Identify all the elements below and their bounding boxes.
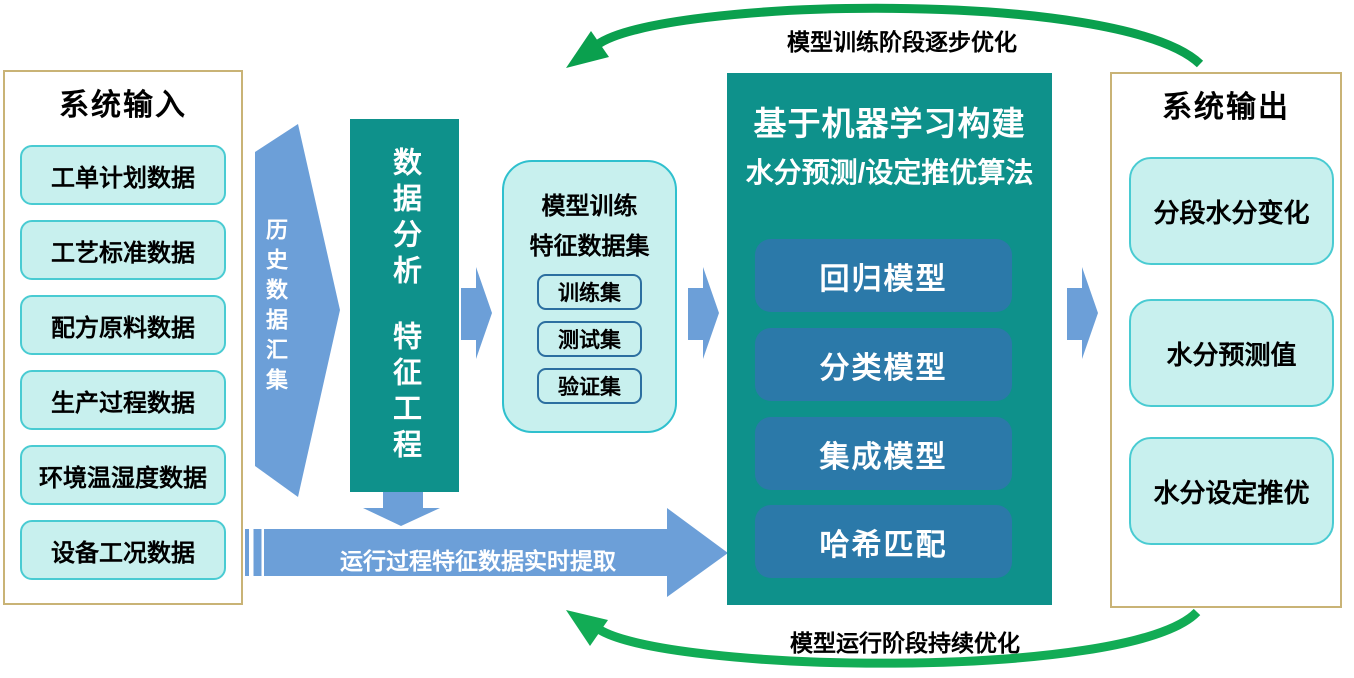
runtime-arrow (264, 508, 728, 597)
input-item-work-order: 工单计划数据 (20, 145, 226, 205)
ml-box-title-line1: 基于机器学习构建 (753, 105, 1026, 142)
feedback-top-arrowhead (566, 31, 609, 68)
runtime-arrow-dash-1 (245, 529, 249, 576)
input-panel: 系统输入 工单计划数据 工艺标准数据 配方原料数据 生产过程数据 环境温湿度数据… (3, 70, 243, 605)
output-item-moisture-change: 分段水分变化 (1129, 157, 1334, 265)
arrow-dataset-to-ml (688, 267, 719, 359)
history-data-arrow (255, 124, 340, 497)
model-classification: 分类模型 (755, 328, 1012, 401)
dataset-box: 模型训练 特征数据集 训练集 测试集 验证集 (502, 160, 677, 433)
ml-box: 基于机器学习构建 水分预测/设定推优算法 回归模型 分类模型 集成模型 哈希匹配 (727, 73, 1052, 605)
dataset-train-set: 训练集 (537, 274, 642, 310)
model-regression: 回归模型 (755, 239, 1012, 312)
output-item-moisture-prediction: 水分预测值 (1129, 299, 1334, 407)
ml-box-title-line2: 水分预测/设定推优算法 (745, 157, 1034, 188)
input-item-env-temp-humidity: 环境温湿度数据 (20, 445, 226, 505)
feedback-top-arc (594, 3, 1204, 68)
feedback-bottom-label: 模型运行阶段持续优化 (790, 630, 1020, 656)
input-item-production-process: 生产过程数据 (20, 370, 226, 430)
dataset-title-line2: 特征数据集 (529, 233, 650, 260)
input-item-process-standard: 工艺标准数据 (20, 220, 226, 280)
output-panel: 系统输出 分段水分变化 水分预测值 水分设定推优 (1110, 72, 1342, 608)
history-arrow-label: 历史数据汇集 (263, 218, 288, 398)
feedback-top-label: 模型训练阶段逐步优化 (787, 29, 1017, 55)
runtime-arrow-label: 运行过程特征数据实时提取 (340, 548, 616, 574)
input-item-equipment-condition: 设备工况数据 (20, 520, 226, 580)
analysis-line2: 特征工程 (388, 320, 421, 465)
feedback-bottom-arrowhead (566, 610, 608, 646)
runtime-arrow-dash-2 (253, 529, 262, 576)
input-panel-title: 系统输入 (59, 89, 187, 122)
model-hash-matching: 哈希匹配 (755, 505, 1012, 578)
arrow-analysis-to-dataset (461, 267, 492, 359)
input-item-recipe-material: 配方原料数据 (20, 295, 226, 355)
output-item-moisture-setting: 水分设定推优 (1129, 437, 1334, 545)
feedback-bottom-arc (594, 608, 1201, 668)
dataset-validation-set: 验证集 (537, 368, 642, 404)
arrow-ml-to-output (1067, 267, 1098, 359)
analysis-box: 数据分析 特征工程 (350, 119, 459, 492)
model-ensemble: 集成模型 (755, 417, 1012, 490)
dataset-title-line1: 模型训练 (541, 193, 638, 220)
analysis-line1: 数据分析 (388, 146, 421, 291)
output-panel-title: 系统输出 (1162, 91, 1290, 124)
dataset-test-set: 测试集 (537, 321, 642, 357)
down-arrow (363, 492, 440, 526)
